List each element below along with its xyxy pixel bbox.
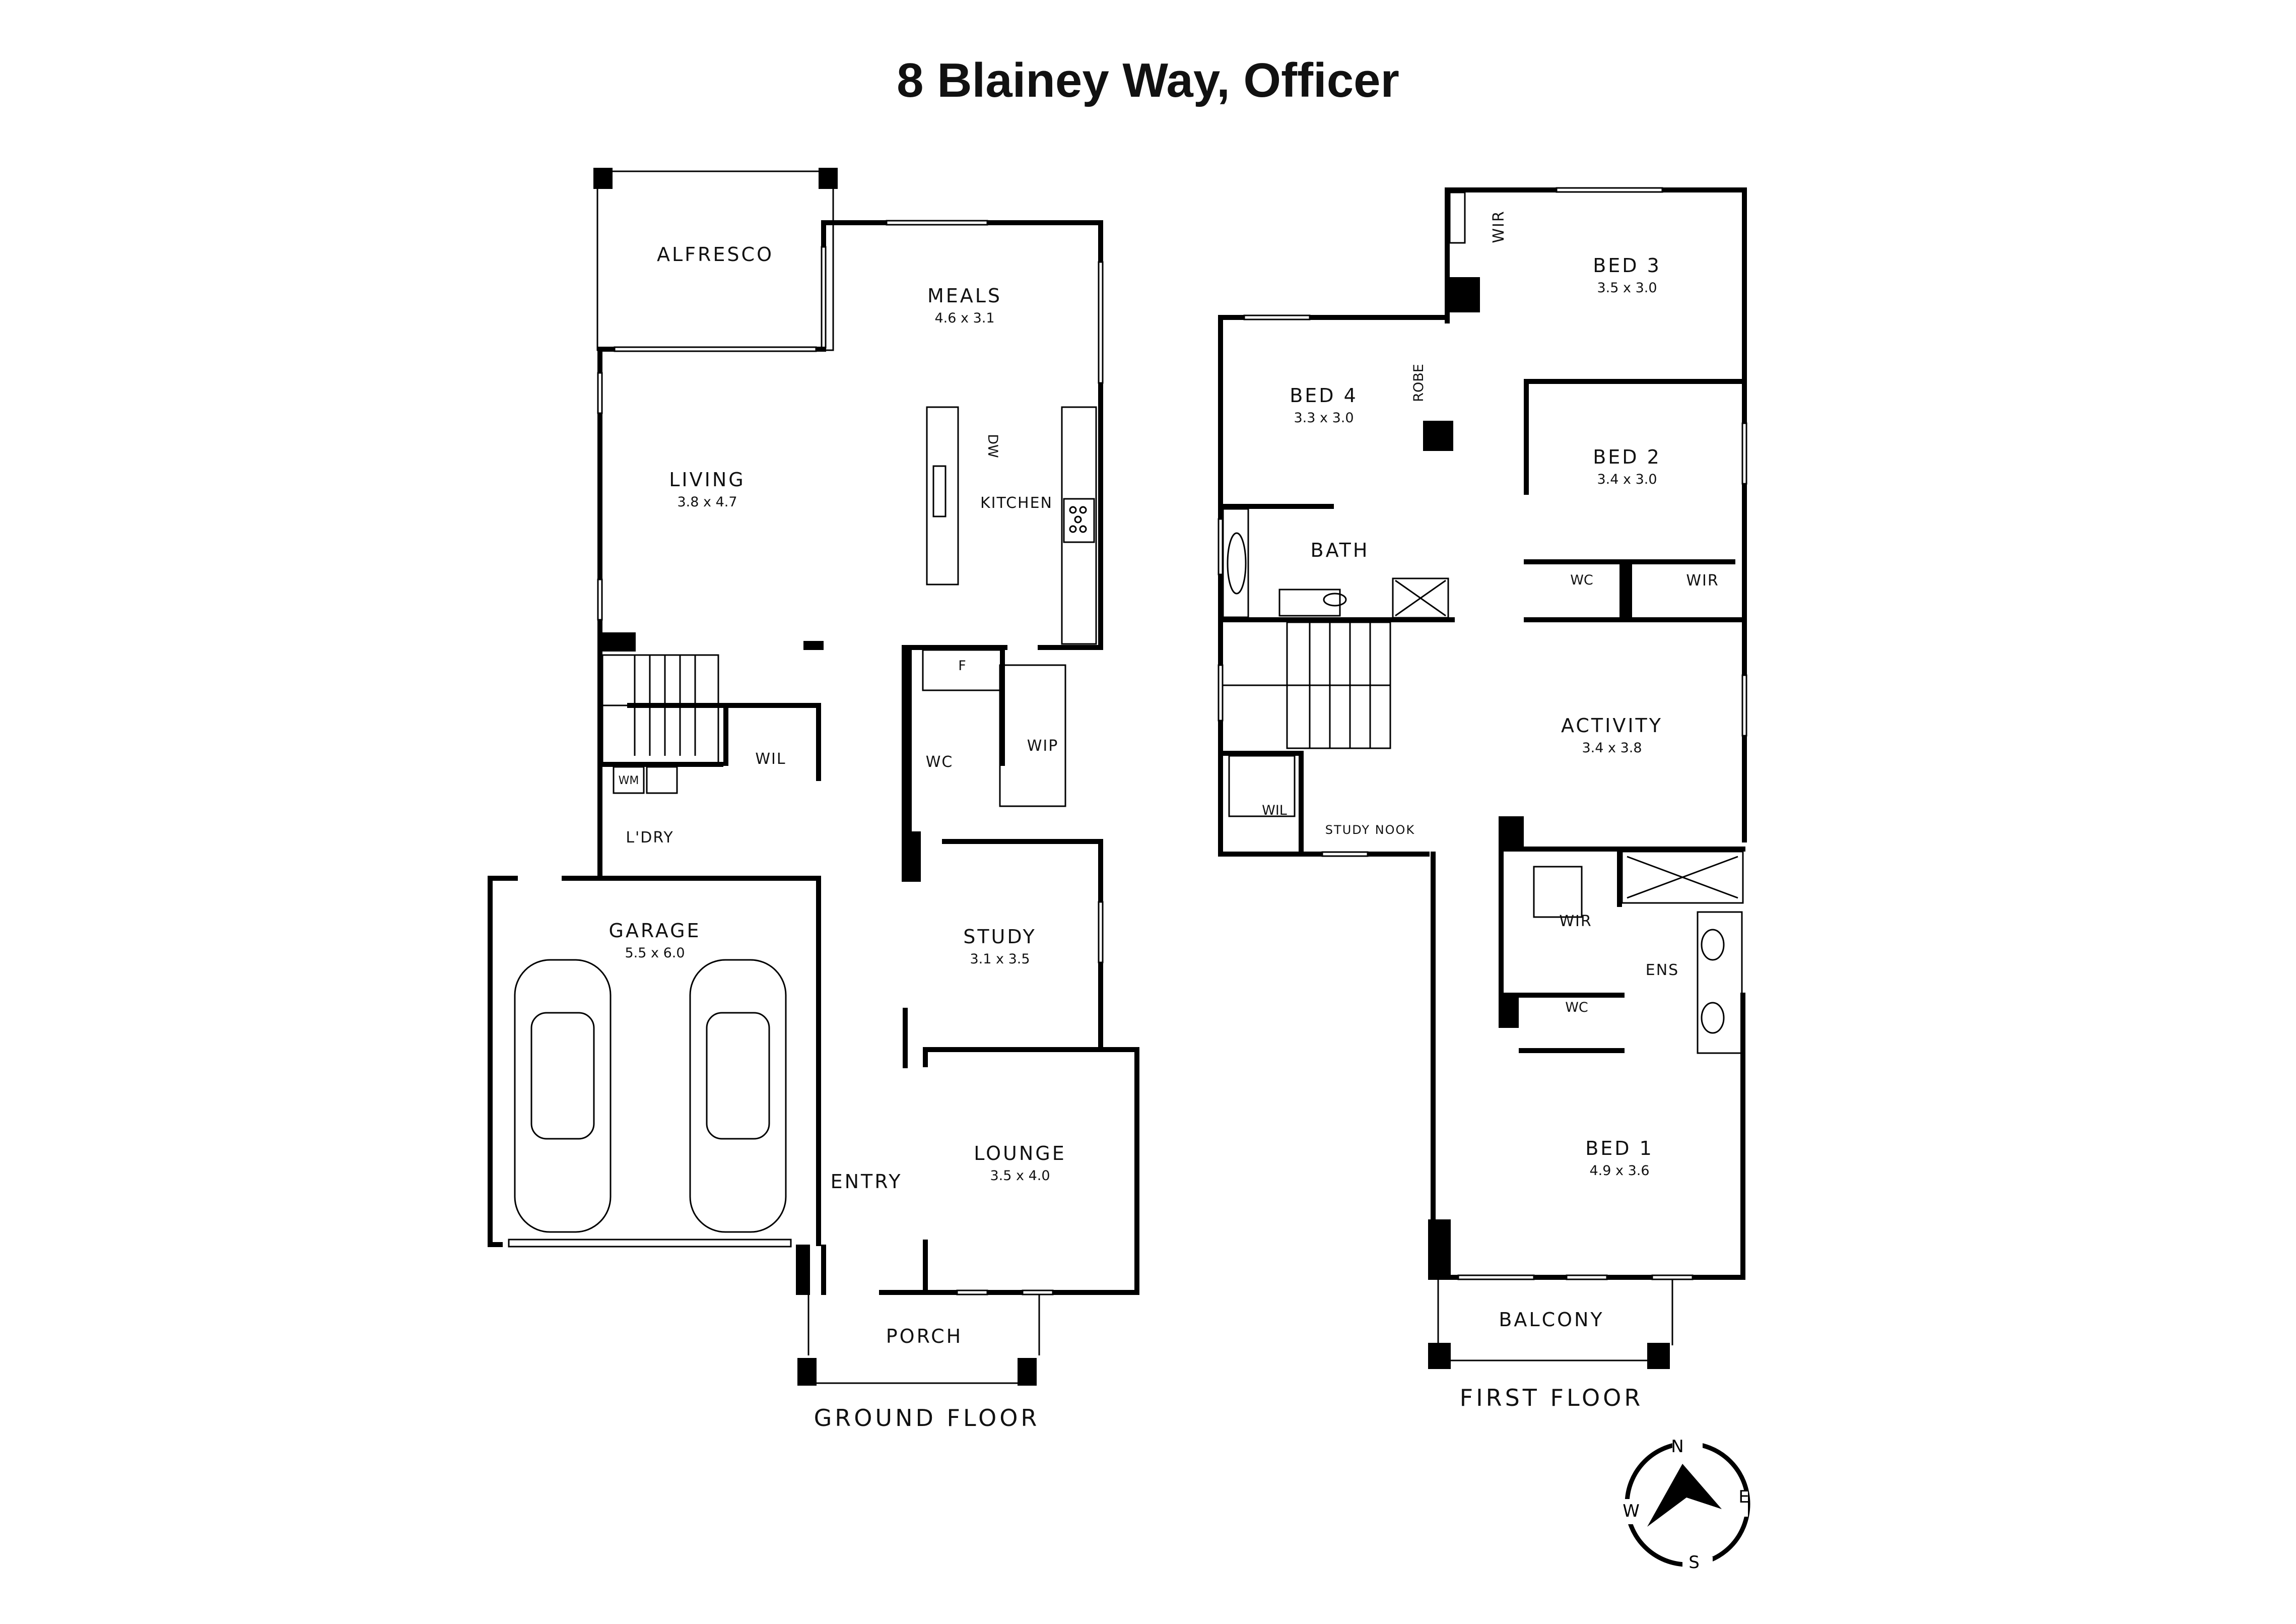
room-label-study: STUDY [963,926,1037,948]
room-label-bed1: BED 1 [1585,1137,1654,1159]
room-label-wil: WIL [755,750,786,768]
room-label-alfresco: ALFRESCO [657,243,774,266]
room-label-bed3: BED 3 [1593,254,1661,277]
room-label-robe: ROBE [1411,364,1427,402]
appliance-label-washing-machine: WM [619,774,639,787]
room-label-bed3-wir: WIR [1490,210,1508,243]
room-dims-bed3: 3.5 x 3.0 [1597,280,1657,296]
room-dims-activity: 3.4 x 3.8 [1582,740,1642,756]
room-label-garage: GARAGE [609,920,701,942]
room-dims-living: 3.8 x 4.7 [677,494,737,510]
car-icon [689,959,787,1233]
compass-north: N [1671,1437,1683,1457]
compass-south: S [1689,1552,1700,1573]
room-label-living: LIVING [669,469,745,491]
room-label-entry: ENTRY [831,1171,903,1193]
room-label-kitchen: KITCHEN [980,494,1053,512]
room-label-porch: PORCH [886,1325,963,1347]
room-dims-bed2: 3.4 x 3.0 [1597,472,1657,487]
page-title: 8 Blainey Way, Officer [897,53,1399,107]
ground-floor-plan [488,168,1139,1386]
appliance-label-fridge: F [958,658,966,674]
floor-label-first: FIRST FLOOR [1460,1384,1644,1411]
room-label-bed2-wc: WC [1570,572,1593,588]
room-label-ensuite: ENS [1646,961,1679,979]
compass-icon: N E S W [1622,1437,1750,1573]
room-label-wip: WIP [1027,737,1059,755]
first-floor-plan [1218,187,1747,1369]
room-label-ensuite-wc: WC [1565,1000,1588,1015]
room-label-laundry: L'DRY [626,829,673,847]
room-dims-garage: 5.5 x 6.0 [625,945,685,961]
room-dims-lounge: 3.5 x 4.0 [990,1168,1050,1184]
floor-label-ground: GROUND FLOOR [814,1404,1040,1432]
room-dims-bed4: 3.3 x 3.0 [1294,410,1354,426]
room-label-bed2-wir: WIR [1686,572,1719,590]
room-label-lounge: LOUNGE [974,1142,1066,1164]
room-label-activity: ACTIVITY [1561,714,1663,737]
compass-east: E [1738,1487,1749,1507]
room-label-balcony: BALCONY [1499,1309,1604,1331]
appliance-label-dishwasher: DW [985,434,1000,458]
compass-west: W [1623,1501,1640,1521]
room-label-bath: BATH [1311,539,1370,561]
room-label-bed2: BED 2 [1593,446,1661,468]
room-label-wc: WC [926,753,954,771]
room-label-wil-first: WIL [1262,803,1287,818]
room-label-study-nook: STUDY NOOK [1325,823,1415,837]
room-label-bed4: BED 4 [1290,384,1358,407]
room-dims-study: 3.1 x 3.5 [970,951,1030,967]
room-dims-bed1: 4.9 x 3.6 [1589,1163,1649,1179]
room-dims-meals: 4.6 x 3.1 [934,310,994,326]
car-icon [514,959,612,1233]
room-label-bed1-wir: WIR [1559,913,1592,930]
room-label-meals: MEALS [927,285,1002,307]
